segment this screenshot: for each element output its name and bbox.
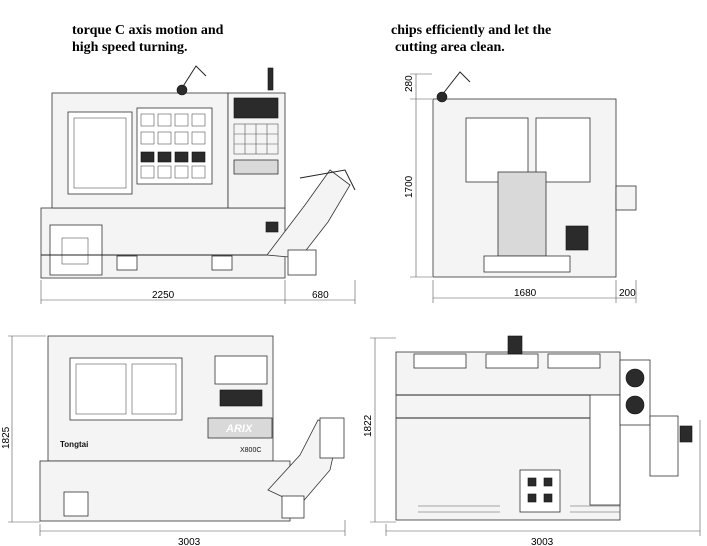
caption-left-line-2: high speed turning.: [72, 40, 188, 55]
front-bottom-dimension-lines: [8, 335, 346, 536]
dim-front-bottom-width: 3003: [178, 537, 201, 546]
chip-conveyor: [265, 169, 356, 276]
dimension-lines: [40, 280, 356, 304]
plan-view: 1822 3003: [363, 335, 701, 546]
control-screen: [233, 97, 279, 119]
side-work-light-icon: [436, 71, 471, 103]
plan-turret: [519, 469, 561, 513]
dim-side-width: 1680: [514, 288, 537, 299]
dim-front-width: 2250: [152, 290, 175, 301]
dim-side-main: 1700: [404, 175, 415, 198]
dim-front-conveyor: 680: [312, 290, 329, 301]
caption-left-line-1: torque C axis motion and: [72, 23, 224, 38]
plan-hatch: [418, 505, 620, 513]
window-grid: [140, 113, 206, 179]
front-view-top: 2250 680: [40, 65, 356, 304]
dim-side-upper: 280: [404, 75, 415, 92]
side-turret: [497, 171, 547, 257]
plan-body: [395, 351, 621, 521]
work-light-icon: [176, 65, 274, 96]
control-keys: [233, 123, 279, 175]
caption-right: chips efficiently and let the cutting ar…: [391, 22, 551, 56]
plan-dimension-lines: [370, 337, 701, 536]
caption-right-line-2: cutting area clean.: [395, 40, 505, 55]
caption-right-line-1: chips efficiently and let the: [391, 23, 552, 38]
model-badge: X800C: [240, 447, 261, 454]
dim-side-extra: 200: [619, 288, 636, 299]
dim-plan-height: 1822: [363, 414, 374, 437]
front-bottom-conveyor: [267, 417, 345, 519]
door-window-2: [136, 107, 213, 185]
front-view-bottom: ARIX Tongtai X800C 1825 3003: [1, 335, 346, 546]
door-window: [67, 111, 133, 195]
caption-left: torque C axis motion and high speed turn…: [72, 22, 223, 56]
dim-front-bottom-height: 1825: [1, 426, 12, 449]
side-dimension-lines: [410, 73, 637, 303]
base-access-panel: [49, 224, 103, 276]
logo-label: Tongtai: [60, 440, 88, 449]
side-view-top: 280 1700 1680 200: [404, 71, 637, 303]
model-label: ARIX: [225, 423, 253, 435]
dim-plan-width: 3003: [531, 537, 554, 546]
